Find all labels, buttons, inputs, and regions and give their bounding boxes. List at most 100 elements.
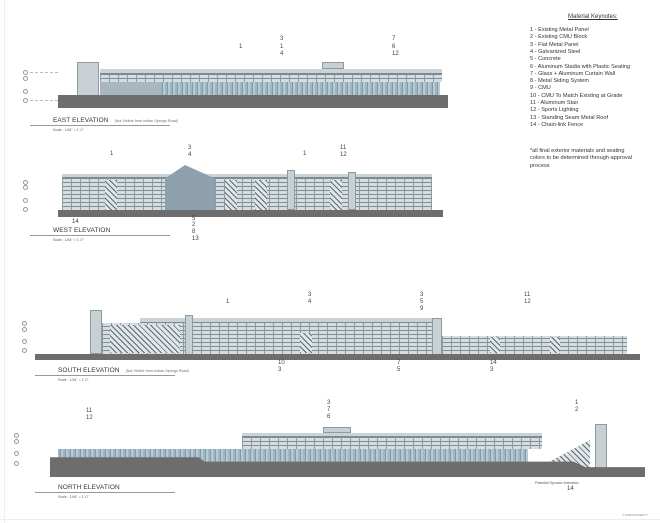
level-marker	[14, 433, 19, 438]
level-marker	[23, 76, 28, 81]
callout-label: 12	[86, 415, 93, 421]
keynote-item: 6 - Aluminum Stadia with Plastic Seating	[530, 63, 631, 70]
callout-label: 5	[397, 367, 401, 373]
keynote-item: 2 - Existing CMU Block	[530, 34, 588, 41]
keynote-item: 10 - CMU To Match Existing at Grade	[530, 92, 623, 99]
elevation-title: EAST ELEVATION(Not Visible from Indian S…	[53, 117, 178, 124]
sheet-border	[4, 0, 5, 523]
ramp-structure	[165, 165, 215, 210]
callout-label: 11	[524, 292, 531, 298]
callout-label: 1	[280, 44, 284, 50]
concourse-frame	[62, 178, 432, 210]
level-line	[30, 100, 58, 101]
column-tower	[287, 170, 295, 210]
stair-tower	[105, 180, 117, 210]
callout-label: 4	[308, 299, 312, 305]
stair-tower	[300, 333, 312, 353]
keynote-item: 12 - Sports Lighting	[530, 107, 579, 114]
keynote-item: 13 - Standing Seam Metal Roof	[530, 114, 609, 121]
callout-label: 14	[567, 486, 574, 492]
callout-label: 6	[392, 44, 396, 50]
callout-label: 14	[490, 360, 497, 366]
callout-label: 1	[110, 151, 114, 157]
level-marker	[14, 461, 19, 466]
level-marker	[22, 321, 27, 326]
roof-canopy	[62, 174, 432, 178]
seating-stands	[160, 82, 440, 95]
title-underline	[30, 125, 170, 126]
keynote-item: 9 - CMU	[530, 85, 551, 92]
west-wing-frame	[442, 336, 627, 354]
callout-label: 12	[392, 51, 399, 57]
scale-label: Scale : 1/64" = 1'-0"	[58, 495, 89, 499]
callout-label: 11	[86, 408, 93, 414]
keynote-item: 14 - Chain-link Fence	[530, 121, 584, 128]
callout-label: 2	[575, 407, 579, 413]
column-tower	[185, 315, 193, 355]
callout-label: 3	[188, 145, 192, 151]
callout-label: 7	[397, 360, 401, 366]
callout-label: 3	[280, 36, 284, 42]
level-marker	[22, 348, 27, 353]
column-tower	[348, 172, 356, 210]
callout-label: 4	[280, 51, 284, 57]
callout-label: 9	[420, 306, 424, 312]
stair-tower	[550, 337, 560, 353]
sheet-border	[0, 519, 660, 520]
callout-label: 13	[192, 236, 199, 242]
ground-section	[58, 210, 443, 217]
press-box	[323, 427, 351, 433]
callout-label: 10	[278, 360, 285, 366]
callout-label: 14	[72, 219, 79, 225]
callout-label: 5	[192, 216, 196, 222]
scale-label: Scale : 1/64" = 1'-0"	[53, 128, 84, 132]
level-marker	[23, 198, 28, 203]
stair-tower	[110, 325, 180, 353]
keynote-item: 3 - Flat Metal Panel	[530, 41, 579, 48]
roof-canopy	[140, 318, 440, 323]
callout-label: 8	[192, 229, 196, 235]
scale-label: Scale : 1/64" = 1'-0"	[53, 238, 84, 242]
stair-tower	[225, 180, 237, 210]
callout-label: 12	[524, 299, 531, 305]
callout-label: 6	[327, 414, 331, 420]
column-tower	[432, 318, 442, 355]
level-marker	[22, 339, 27, 344]
callout-label: 5	[420, 299, 424, 305]
keynotes-title: Material Keynotes:	[568, 14, 618, 20]
end-tower	[90, 310, 102, 354]
callout-label: 12	[340, 152, 347, 158]
ground-section	[50, 457, 645, 477]
level-marker	[23, 207, 28, 212]
title-underline	[35, 492, 175, 493]
stair-tower	[255, 180, 267, 210]
stair-tower	[490, 337, 500, 353]
concourse	[100, 82, 160, 95]
callout-label: 3	[420, 292, 424, 298]
keynote-item: 5 - Concrete	[530, 56, 561, 63]
callout-label: 3	[308, 292, 312, 298]
press-box	[322, 62, 344, 69]
callout-label: 2	[192, 222, 196, 228]
elevation-title: NORTH ELEVATION	[58, 484, 120, 491]
callout-label: 7	[327, 407, 331, 413]
keynote-item: 8 - Metal Siding System	[530, 78, 590, 85]
stair-tower	[330, 180, 342, 210]
level-line	[30, 72, 58, 73]
corner-tower	[595, 424, 607, 474]
building-tower	[77, 62, 99, 97]
elevation-title: SOUTH ELEVATION(Not Visible from Indian …	[58, 367, 189, 374]
suite-level	[100, 74, 442, 82]
title-text: SOUTH ELEVATION	[58, 367, 120, 374]
level-marker	[14, 451, 19, 456]
ground-section	[35, 354, 640, 360]
copyright: © 2018 ROSSETTI	[622, 513, 648, 517]
keynote-item: 11 - Aluminum Stair	[530, 100, 579, 106]
title-underline	[30, 235, 170, 236]
level-marker	[23, 185, 28, 190]
level-marker	[14, 439, 19, 444]
keynote-note: *all final exterior materials and seatin…	[530, 148, 632, 169]
callout-label: 7	[392, 36, 396, 42]
suite-level	[242, 436, 542, 449]
title-underline	[35, 375, 175, 376]
